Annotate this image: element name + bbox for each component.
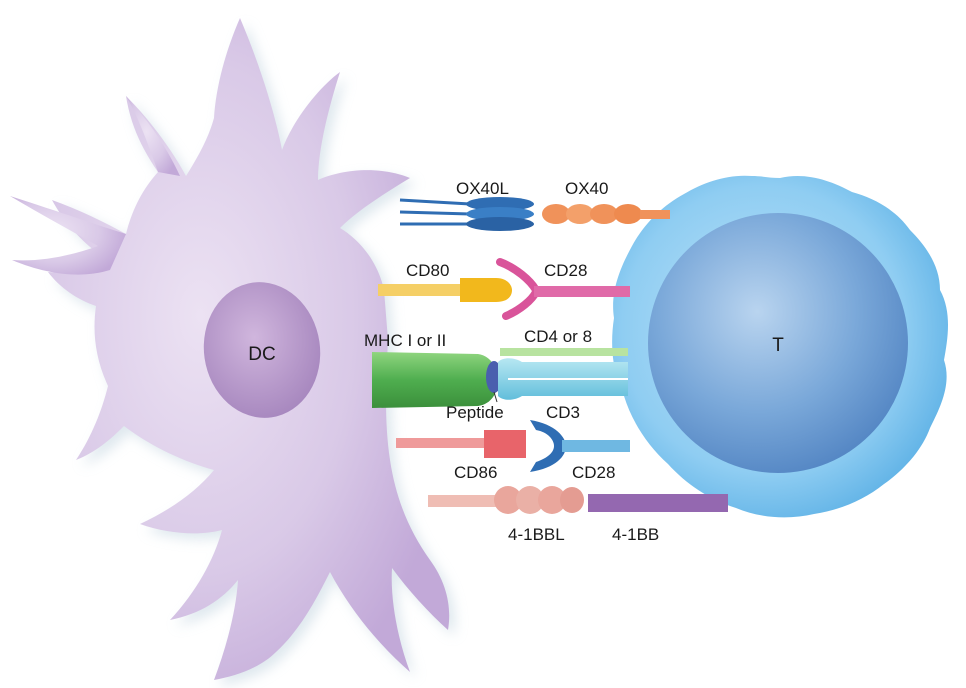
- ox40l-domain-3: [466, 217, 534, 231]
- cd28-top-stalk: [534, 286, 630, 297]
- peptide-pointer: [493, 391, 498, 403]
- mhc-label: MHC I or II: [364, 331, 446, 350]
- r41bb-stalk: [588, 494, 728, 512]
- ox40l-stalk: [399, 198, 471, 226]
- cd4-or-8-molecule: [500, 348, 628, 356]
- cd3-molecule: [498, 358, 628, 400]
- mhc-body: [372, 352, 498, 408]
- l41bb-domain-1: [494, 486, 522, 514]
- ox40l-domain-1: [466, 197, 534, 211]
- cd28-bottom-cup: [530, 420, 566, 472]
- t-cell-body: [648, 213, 908, 473]
- peptide-label: Peptide: [446, 403, 504, 422]
- cd28-bottom-label: CD28: [572, 463, 615, 482]
- l41bb-domain-3: [538, 486, 566, 514]
- t-cell: T: [612, 175, 948, 518]
- ox40-domain-4: [614, 204, 642, 224]
- dendritic-branch-left: [10, 196, 126, 275]
- dendritic-branch-topleft: [126, 96, 180, 176]
- cd4-or-8-label: CD4 or 8: [524, 327, 592, 346]
- ox40-stalk: [640, 210, 670, 219]
- l41bb-molecule: [428, 486, 584, 514]
- l41bb-label: 4-1BBL: [508, 525, 565, 544]
- ox40-domain-3: [590, 204, 618, 224]
- dendritic-cell-label: DC: [248, 344, 275, 365]
- cd86-stalk: [396, 438, 486, 448]
- cd28-bottom-stalk: [562, 440, 630, 452]
- cd3-label: CD3: [546, 403, 580, 422]
- cd4-or-8-stalk: [500, 348, 628, 356]
- r41bb-molecule: [588, 494, 728, 512]
- ox40l-domain-2: [466, 207, 534, 221]
- cd80-molecule: [378, 278, 512, 302]
- cd80-head: [460, 278, 512, 302]
- ox40-domain-1: [542, 204, 570, 224]
- ox40-domain-2: [566, 204, 594, 224]
- ox40-molecule: [542, 204, 670, 224]
- t-cell-label: T: [772, 335, 784, 356]
- r41bb-label: 4-1BB: [612, 525, 659, 544]
- cd80-stalk: [378, 284, 468, 296]
- cd28-bottom-molecule: [530, 420, 630, 472]
- l41bb-domain-2: [516, 486, 544, 514]
- cd28-top-label: CD28: [544, 261, 587, 280]
- cd80-label: CD80: [406, 261, 449, 280]
- cd86-molecule: [396, 430, 526, 458]
- cd86-label: CD86: [454, 463, 497, 482]
- dendritic-nucleus: [203, 282, 321, 418]
- l41bb-stalk: [428, 495, 498, 507]
- cd86-head: [484, 430, 526, 458]
- l41bb-domain-4: [560, 487, 584, 513]
- mhc-molecule: [372, 352, 498, 408]
- cd28-top-molecule: [496, 258, 630, 320]
- dendritic-cell: DC: [10, 18, 456, 686]
- ox40-label: OX40: [565, 179, 608, 198]
- ox40l-label: OX40L: [456, 179, 509, 198]
- ox40l-molecule: [399, 197, 534, 231]
